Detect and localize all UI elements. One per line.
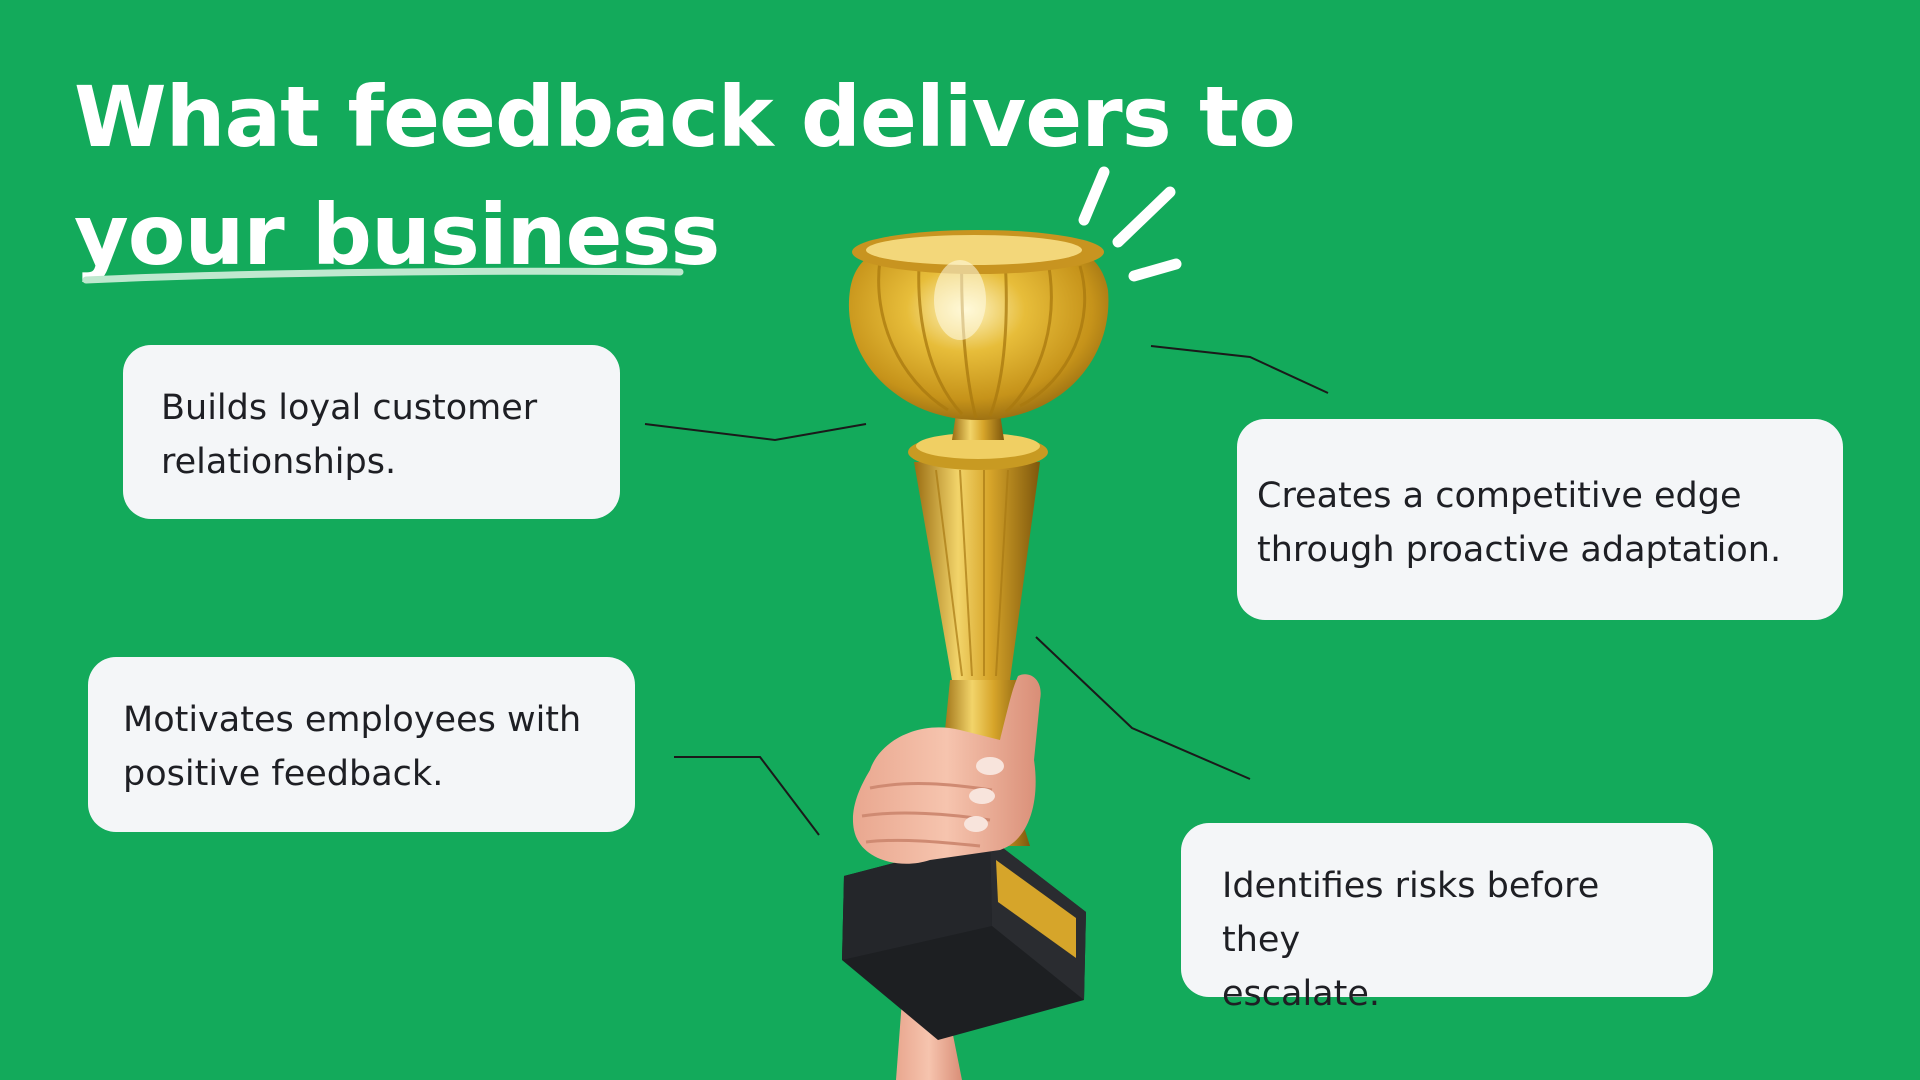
- hand-icon: [852, 674, 1041, 864]
- benefit-text-line-2: through proactive adaptation.: [1257, 530, 1782, 570]
- benefit-text-line-1: Builds loyal customer: [161, 388, 538, 428]
- benefit-card-loyal-relationships: Builds loyal customer relationships.: [123, 345, 620, 519]
- benefit-card-motivates-employees: Motivates employees with positive feedba…: [88, 657, 635, 832]
- benefit-text-line-1: Identifies risks before they: [1222, 866, 1600, 960]
- benefit-text-line-2: relationships.: [161, 442, 397, 482]
- benefit-text-line-2: positive feedback.: [123, 754, 444, 794]
- benefit-text-line-2: escalate.: [1222, 974, 1381, 1014]
- connector-lines: [644, 345, 1329, 836]
- page-title-line-1: What feedback delivers to: [74, 68, 1296, 166]
- page-title: What feedback delivers to your business: [74, 58, 1296, 294]
- sparkle-lines-icon: [1078, 166, 1182, 282]
- page-title-line-2: your business: [74, 186, 720, 284]
- benefit-card-competitive-edge: Creates a competitive edge through proac…: [1237, 419, 1843, 620]
- benefit-text-line-1: Motivates employees with: [123, 700, 582, 740]
- title-underline-icon: [82, 267, 684, 284]
- benefit-text-line-1: Creates a competitive edge: [1257, 476, 1742, 516]
- trophy-base: [842, 838, 1086, 1040]
- benefit-card-identifies-risks: Identifies risks before they escalate.: [1181, 823, 1713, 1014]
- gold-trophy-icon: [848, 230, 1109, 420]
